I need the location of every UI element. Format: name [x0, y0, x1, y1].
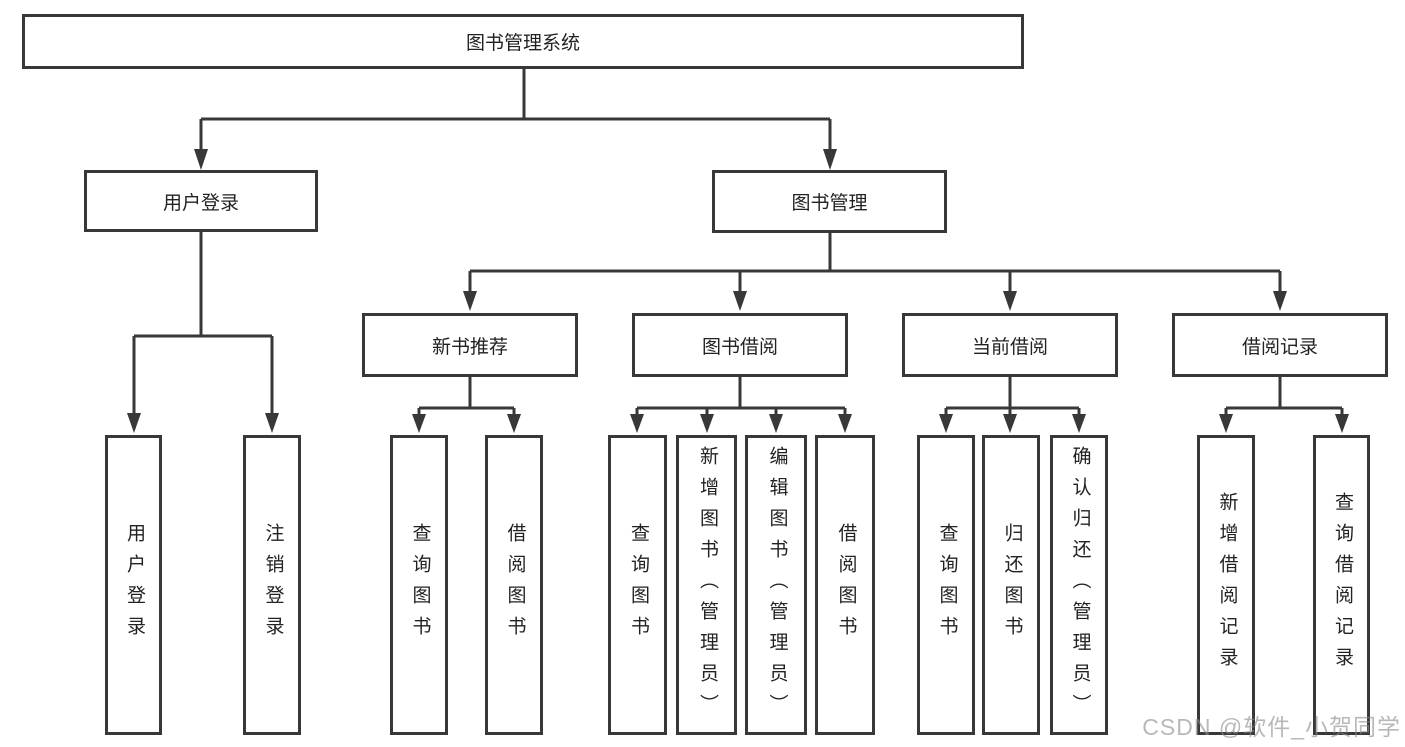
leaf-label: 查询借阅记录 [1331, 492, 1353, 678]
node-label: 用户登录 [162, 192, 239, 214]
leaf-add-borrow-record: 新增借阅记录 [1197, 435, 1255, 735]
node-user-login: 用户登录 [84, 170, 318, 232]
node-label: 图书管理 [791, 193, 868, 214]
leaf-add-book-admin: 新增图书（管理员） [676, 435, 737, 735]
node-book-management: 图书管理 [712, 170, 947, 233]
connector-current-split [939, 377, 1086, 433]
leaf-label: 借阅图书 [835, 523, 857, 647]
leaf-label: 借阅图书 [504, 523, 526, 647]
leaf-query-books-recommend: 查询图书 [390, 435, 448, 735]
leaf-query-borrow-record: 查询借阅记录 [1313, 435, 1370, 735]
node-book-borrowing: 图书借阅 [632, 313, 848, 377]
leaf-label: 新增借阅记录 [1216, 492, 1238, 678]
node-label: 图书借阅 [701, 336, 778, 358]
leaf-query-books-borrowing: 查询图书 [608, 435, 667, 735]
csdn-watermark: CSDN @软件_小贺同学 [1142, 714, 1401, 740]
connector-recommendation-split [412, 377, 521, 433]
node-label: 当前借阅 [971, 336, 1048, 358]
leaf-borrow-books-recommend: 借阅图书 [485, 435, 543, 735]
leaf-logout: 注销登录 [243, 435, 301, 735]
leaf-label: 查询图书 [409, 523, 431, 647]
leaf-user-login: 用户登录 [105, 435, 162, 735]
leaf-label: 归还图书 [1001, 523, 1023, 647]
leaf-borrow-books-borrowing: 借阅图书 [815, 435, 875, 735]
leaf-label: 编辑图书（管理员） [766, 445, 788, 725]
connector-borrowing-split [630, 377, 852, 433]
leaf-return-book: 归还图书 [982, 435, 1040, 735]
leaf-confirm-return-admin: 确认归还（管理员） [1050, 435, 1108, 735]
leaf-label: 查询图书 [627, 523, 649, 647]
connector-records-split [1219, 377, 1349, 433]
connector-login-split [127, 232, 279, 433]
leaf-edit-book-admin: 编辑图书（管理员） [745, 435, 807, 735]
leaf-label: 确认归还（管理员） [1069, 445, 1091, 725]
leaf-label: 新增图书（管理员） [696, 445, 718, 725]
connector-management-split [463, 233, 1287, 311]
node-book-management-system: 图书管理系统 [22, 14, 1024, 69]
leaf-query-books-current: 查询图书 [917, 435, 975, 735]
node-borrowing-records: 借阅记录 [1172, 313, 1388, 377]
leaf-label: 用户登录 [123, 523, 145, 647]
connector-root-split [194, 69, 837, 170]
node-new-book-recommendation: 新书推荐 [362, 313, 578, 377]
node-label: 图书管理系统 [465, 33, 580, 54]
node-current-borrowing: 当前借阅 [902, 313, 1118, 377]
leaf-label: 查询图书 [936, 523, 958, 647]
node-label: 借阅记录 [1241, 336, 1318, 358]
node-label: 新书推荐 [431, 336, 508, 358]
leaf-label: 注销登录 [262, 523, 284, 647]
